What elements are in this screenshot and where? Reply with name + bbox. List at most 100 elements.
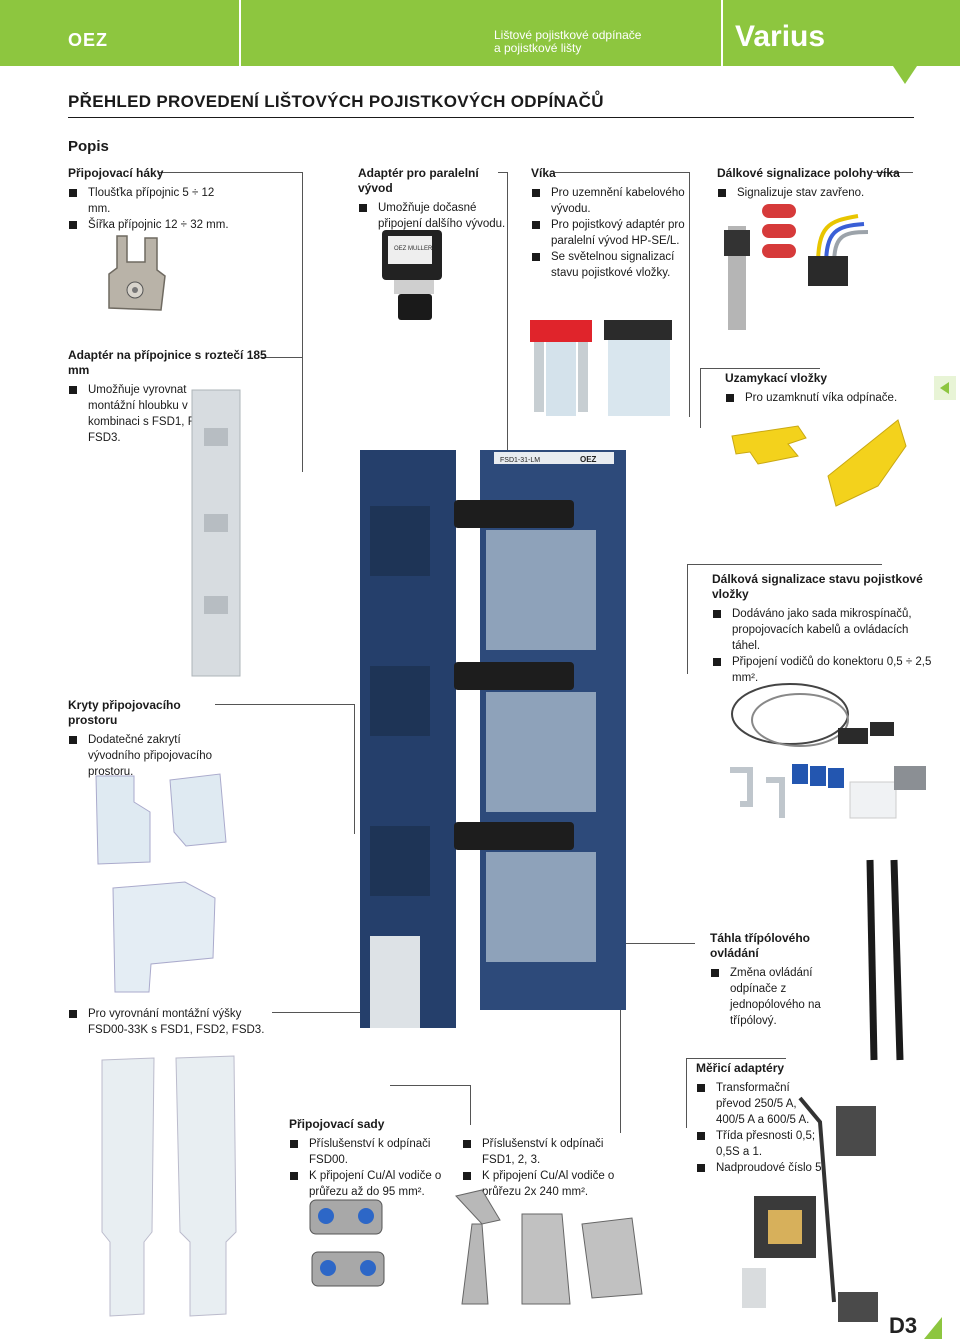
header-subtitle-line2: a pojistkové lišty [494, 41, 582, 55]
section-heading: Popis [68, 138, 109, 155]
leader-line [498, 172, 508, 173]
header-divider [721, 0, 723, 66]
leader-line [555, 172, 690, 173]
bullet-item: Transformační převod 250/5 A, 400/5 A a … [696, 1080, 826, 1128]
bullet-item: Dodatečné zakrytí vývodního připojovacíh… [68, 732, 228, 780]
brand-title: Varius [735, 20, 826, 53]
leader-line [302, 172, 303, 472]
bullet-item: Třída přesnosti 0,5; 0,5S a 1. [696, 1128, 826, 1160]
section-adapter-185: Adaptér na přípojnice s roztečí 185 mm U… [68, 348, 268, 446]
fuse-switch-image: FSD1-31-LM OEZ [360, 450, 626, 1028]
leader-line [687, 564, 688, 674]
leader-line [272, 1012, 362, 1013]
conn-set-fsd123-image [455, 1189, 643, 1305]
section-conn-covers: Kryty připojovacího prostoru Dodatečné z… [68, 698, 228, 780]
leader-line [620, 943, 621, 1133]
bullet-item: Nadproudové číslo 5. [696, 1160, 826, 1176]
section-title: Měřicí adaptéry [696, 1061, 785, 1075]
leader-line [689, 172, 690, 417]
leader-line [262, 357, 302, 358]
header-subtitle: Lištové pojistkové odpínače a pojistkové… [494, 29, 641, 55]
leader-line [620, 943, 695, 944]
lid-red-image [530, 320, 592, 416]
section-remote-lid: Dálkové signalizace polohy víka Signaliz… [717, 166, 917, 201]
header-divider [239, 0, 241, 66]
bullet-item: Dodáváno jako sada mikrospínačů, propojo… [712, 606, 937, 654]
leader-line [262, 358, 263, 359]
height-adapter-image [101, 1055, 237, 1317]
bullet-item: Pro pojistkový adaptér pro paralelní výv… [531, 217, 686, 249]
oez-logo: OEZ [68, 30, 109, 50]
section-title: Uzamykací vložky [725, 371, 828, 385]
header-bar: OEZ Lištové pojistkové odpínače a pojist… [0, 0, 960, 66]
section-title: Víka [531, 166, 556, 180]
section-locking: Uzamykací vložky Pro uzamknutí víka odpí… [725, 371, 905, 406]
page-title: PŘEHLED PROVEDENÍ LIŠTOVÝCH POJISTKOVÝCH… [68, 92, 604, 111]
bullet-item: Příslušenství k odpínači FSD1, 2, 3. [462, 1136, 637, 1168]
bullet-item: Signalizuje stav zavřeno. [717, 185, 917, 201]
section-meas: Měřicí adaptéry Transformační převod 250… [696, 1061, 826, 1176]
section-hooks: Připojovací háky Tloušťka přípojnic 5 ÷ … [68, 166, 238, 233]
bullet-item: Se světelnou signalizací stavu pojistkov… [531, 249, 686, 281]
bullet-item: K připojení Cu/Al vodiče o průřezu až do… [289, 1168, 449, 1200]
conn-set-fsd00-image [309, 1199, 385, 1287]
title-rule [68, 117, 914, 118]
leader-line [507, 172, 508, 452]
parallel-adapter-image: OEZ MULLER [382, 230, 442, 320]
bullet-item: K připojení Cu/Al vodiče o průřezu 2x 24… [462, 1168, 637, 1200]
section-height-align: Pro vyrovnání montážní výšky FSD00-33K s… [68, 1006, 278, 1038]
bullet-item: Pro vyrovnání montážní výšky FSD00-33K s… [68, 1006, 278, 1038]
section-remote-fuse: Dálková signalizace stavu pojistkové vlo… [712, 572, 937, 686]
header-triangle [893, 66, 917, 84]
bullet-item: Šířka přípojnic 12 ÷ 32 mm. [68, 217, 238, 233]
bullet-item: Pro uzamknutí víka odpínače. [725, 390, 905, 406]
leader-line [686, 1058, 687, 1128]
cable-image [731, 683, 894, 747]
header-subtitle-line1: Lištové pojistkové odpínače [494, 28, 642, 42]
three-pole-rods-image [866, 859, 904, 1061]
hook-image [108, 235, 166, 311]
lid-signal-image [724, 204, 868, 330]
section-title: Dálkové signalizace polohy víka [717, 166, 900, 180]
section-title: Připojovací sady [289, 1117, 385, 1131]
leader-line [470, 1085, 471, 1125]
chevron-left-icon [934, 376, 956, 400]
leader-line [686, 1058, 786, 1059]
section-title: Adaptér na přípojnice s roztečí 185 mm [68, 348, 267, 377]
section-covers: Víka Pro uzemnění kabelového vývodu. Pro… [531, 166, 686, 281]
bullet-item: Umožňuje dočasné připojení dalšího vývod… [358, 200, 508, 232]
leader-line [873, 172, 913, 173]
leader-line [700, 368, 701, 428]
leader-line [687, 564, 882, 565]
device-brand: OEZ [580, 455, 597, 464]
bullet-item: Změna ovládání odpínače z jednopólového … [710, 965, 860, 1029]
leader-line [215, 704, 355, 705]
section-title: Adaptér pro paralelní vývod [358, 166, 479, 195]
microswitch-kit-image [730, 764, 926, 819]
section-three-pole: Táhla třípólového ovládání Změna ovládán… [710, 931, 860, 1029]
leader-line [390, 1085, 471, 1086]
locking-insert-image [731, 419, 907, 507]
lid-black-image [604, 320, 672, 416]
bullet-item: Připojení vodičů do konektoru 0,5 ÷ 2,5 … [712, 654, 937, 686]
measuring-adapter-image [742, 1096, 878, 1322]
section-title: Táhla třípólového ovládání [710, 931, 811, 960]
leader-line [354, 704, 355, 834]
section-adapter-parallel: Adaptér pro paralelní vývod Umožňuje doč… [358, 166, 508, 232]
bullet-item: Příslušenství k odpínači FSD00. [289, 1136, 449, 1168]
adapter-label: OEZ MULLER [394, 246, 433, 252]
leader-line [158, 172, 303, 173]
adapter-185-image [191, 389, 241, 677]
section-title: Dálková signalizace stavu pojistkové vlo… [712, 572, 923, 601]
section-conn-sets: Připojovací sady Příslušenství k odpínač… [289, 1117, 449, 1200]
cover-small-image [95, 773, 227, 865]
device-label: FSD1-31-LM [500, 457, 540, 464]
section-conn-sets-b: Příslušenství k odpínači FSD1, 2, 3. K p… [462, 1136, 637, 1200]
section-title: Kryty připojovacího prostoru [68, 698, 181, 727]
corner-triangle [924, 1317, 942, 1339]
leader-line [700, 368, 820, 369]
cover-large-image [112, 881, 216, 993]
bullet-item: Umožňuje vyrovnat montážní hloubku v kom… [68, 382, 228, 446]
bullet-item: Pro uzemnění kabelového vývodu. [531, 185, 686, 217]
bullet-item: Tloušťka přípojnic 5 ÷ 12 mm. [68, 185, 238, 217]
